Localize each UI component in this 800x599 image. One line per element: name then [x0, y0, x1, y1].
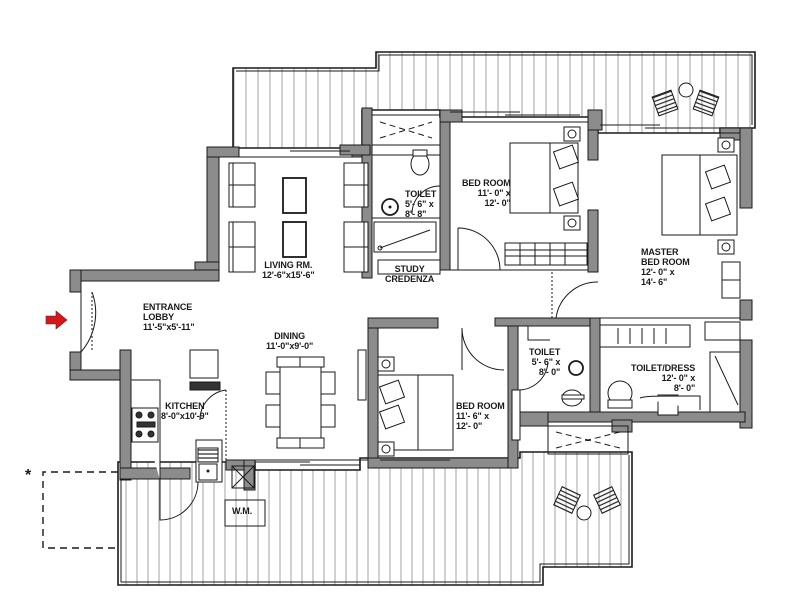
asterisk-marker: *: [25, 467, 32, 484]
toilet-dress-size-length: 8'- 0": [673, 383, 696, 393]
top-balcony-seating: [651, 82, 720, 117]
study-credenza-label: STUDY CREDENZA: [385, 264, 434, 284]
toilet-2-size-length: 8'- 0": [538, 367, 561, 377]
master-bedroom-name: BED ROOM: [641, 257, 690, 267]
living-room-label: LIVING RM. 12'-6"x15'-6": [262, 260, 315, 280]
washing-machine-name: W.M.: [232, 506, 253, 516]
master-bedroom-size-length: 14'- 6": [641, 277, 668, 287]
master-bedroom-label: MASTER BED ROOM 12'- 0" x 14'- 6": [641, 247, 690, 287]
bedroom-2-name: BED ROOM: [456, 401, 505, 411]
entrance-lobby-size: 11'-5"x5'-11": [143, 322, 195, 332]
toilet-dress-label: TOILET/DRESS 12'- 0" x 8'- 0": [631, 363, 695, 393]
master-name: MASTER: [641, 247, 679, 257]
toilet-dress-name: TOILET/DRESS: [631, 363, 696, 373]
bedroom-2-size-length: 12'- 0": [456, 421, 483, 431]
toilet-fixtures: [381, 149, 741, 416]
toilet-1-size-width: 5'- 6" x: [405, 199, 434, 209]
washing-machine-label: W.M.: [232, 506, 252, 516]
dining-table: [265, 356, 336, 449]
dining-size: 11'-0"x9'-0": [266, 341, 314, 351]
bedroom-1-label: BED ROOM 11'- 0" x 12'- 0": [462, 178, 511, 208]
study-name: STUDY: [394, 264, 425, 274]
entrance-name: ENTRANCE: [143, 302, 193, 312]
toilet-2-name: TOILET: [529, 347, 561, 357]
optional-extension: [42, 471, 118, 549]
kitchen-size: 8'-0"x10'-9": [161, 411, 209, 421]
toilet-1-label: TOILET 5'- 6" x 8'- 8": [405, 189, 436, 219]
credenza-name: CREDENZA: [385, 274, 435, 284]
bedroom1-furniture: [504, 126, 588, 266]
bedroom-2-label: BED ROOM 11'- 6" x 12'- 0": [456, 401, 505, 431]
bedroom2-furniture: [357, 349, 521, 457]
kitchen-fixtures: [131, 349, 223, 483]
lobby-name: LOBBY: [143, 312, 175, 322]
master-bedroom-furniture: [599, 137, 741, 348]
master-bedroom-size-width: 12'- 0" x: [641, 267, 675, 277]
entrance-lobby-label: ENTRANCE LOBBY 11'-5"x5'-11": [143, 302, 195, 332]
kitchen-name: KITCHEN: [165, 401, 205, 411]
bedroom-1-size-width: 11'- 0" x: [477, 188, 511, 198]
living-furniture: [228, 162, 369, 273]
entry-arrow-icon: [45, 310, 68, 330]
bedroom-1-name: BED ROOM: [462, 178, 511, 188]
living-room-name: LIVING RM.: [264, 260, 313, 270]
toilet-1-size-length: 8'- 8": [405, 209, 427, 219]
optional-area-marker: *: [25, 468, 31, 484]
living-room-size: 12'-6"x15'-6": [262, 270, 315, 280]
bottom-balcony: [117, 451, 633, 586]
toilet-1-name: TOILET: [405, 189, 437, 199]
toilet-2-label: TOILET 5'- 6" x 8'- 0": [529, 347, 560, 377]
toilet-2-size-width: 5'- 6" x: [531, 357, 561, 367]
bedroom-1-size-length: 12'- 0": [484, 198, 511, 208]
kitchen-label: KITCHEN 8'-0"x10'-9": [161, 401, 209, 421]
bedroom-2-size-width: 11'- 6" x: [456, 411, 490, 421]
dining-label: DINING 11'-0"x9'-0": [266, 331, 313, 351]
toilet-dress-size-width: 12'- 0" x: [661, 373, 696, 383]
dining-name: DINING: [274, 331, 306, 341]
doors: [80, 111, 720, 521]
bottom-balcony-seating: [553, 486, 621, 521]
top-balcony: [232, 51, 756, 149]
